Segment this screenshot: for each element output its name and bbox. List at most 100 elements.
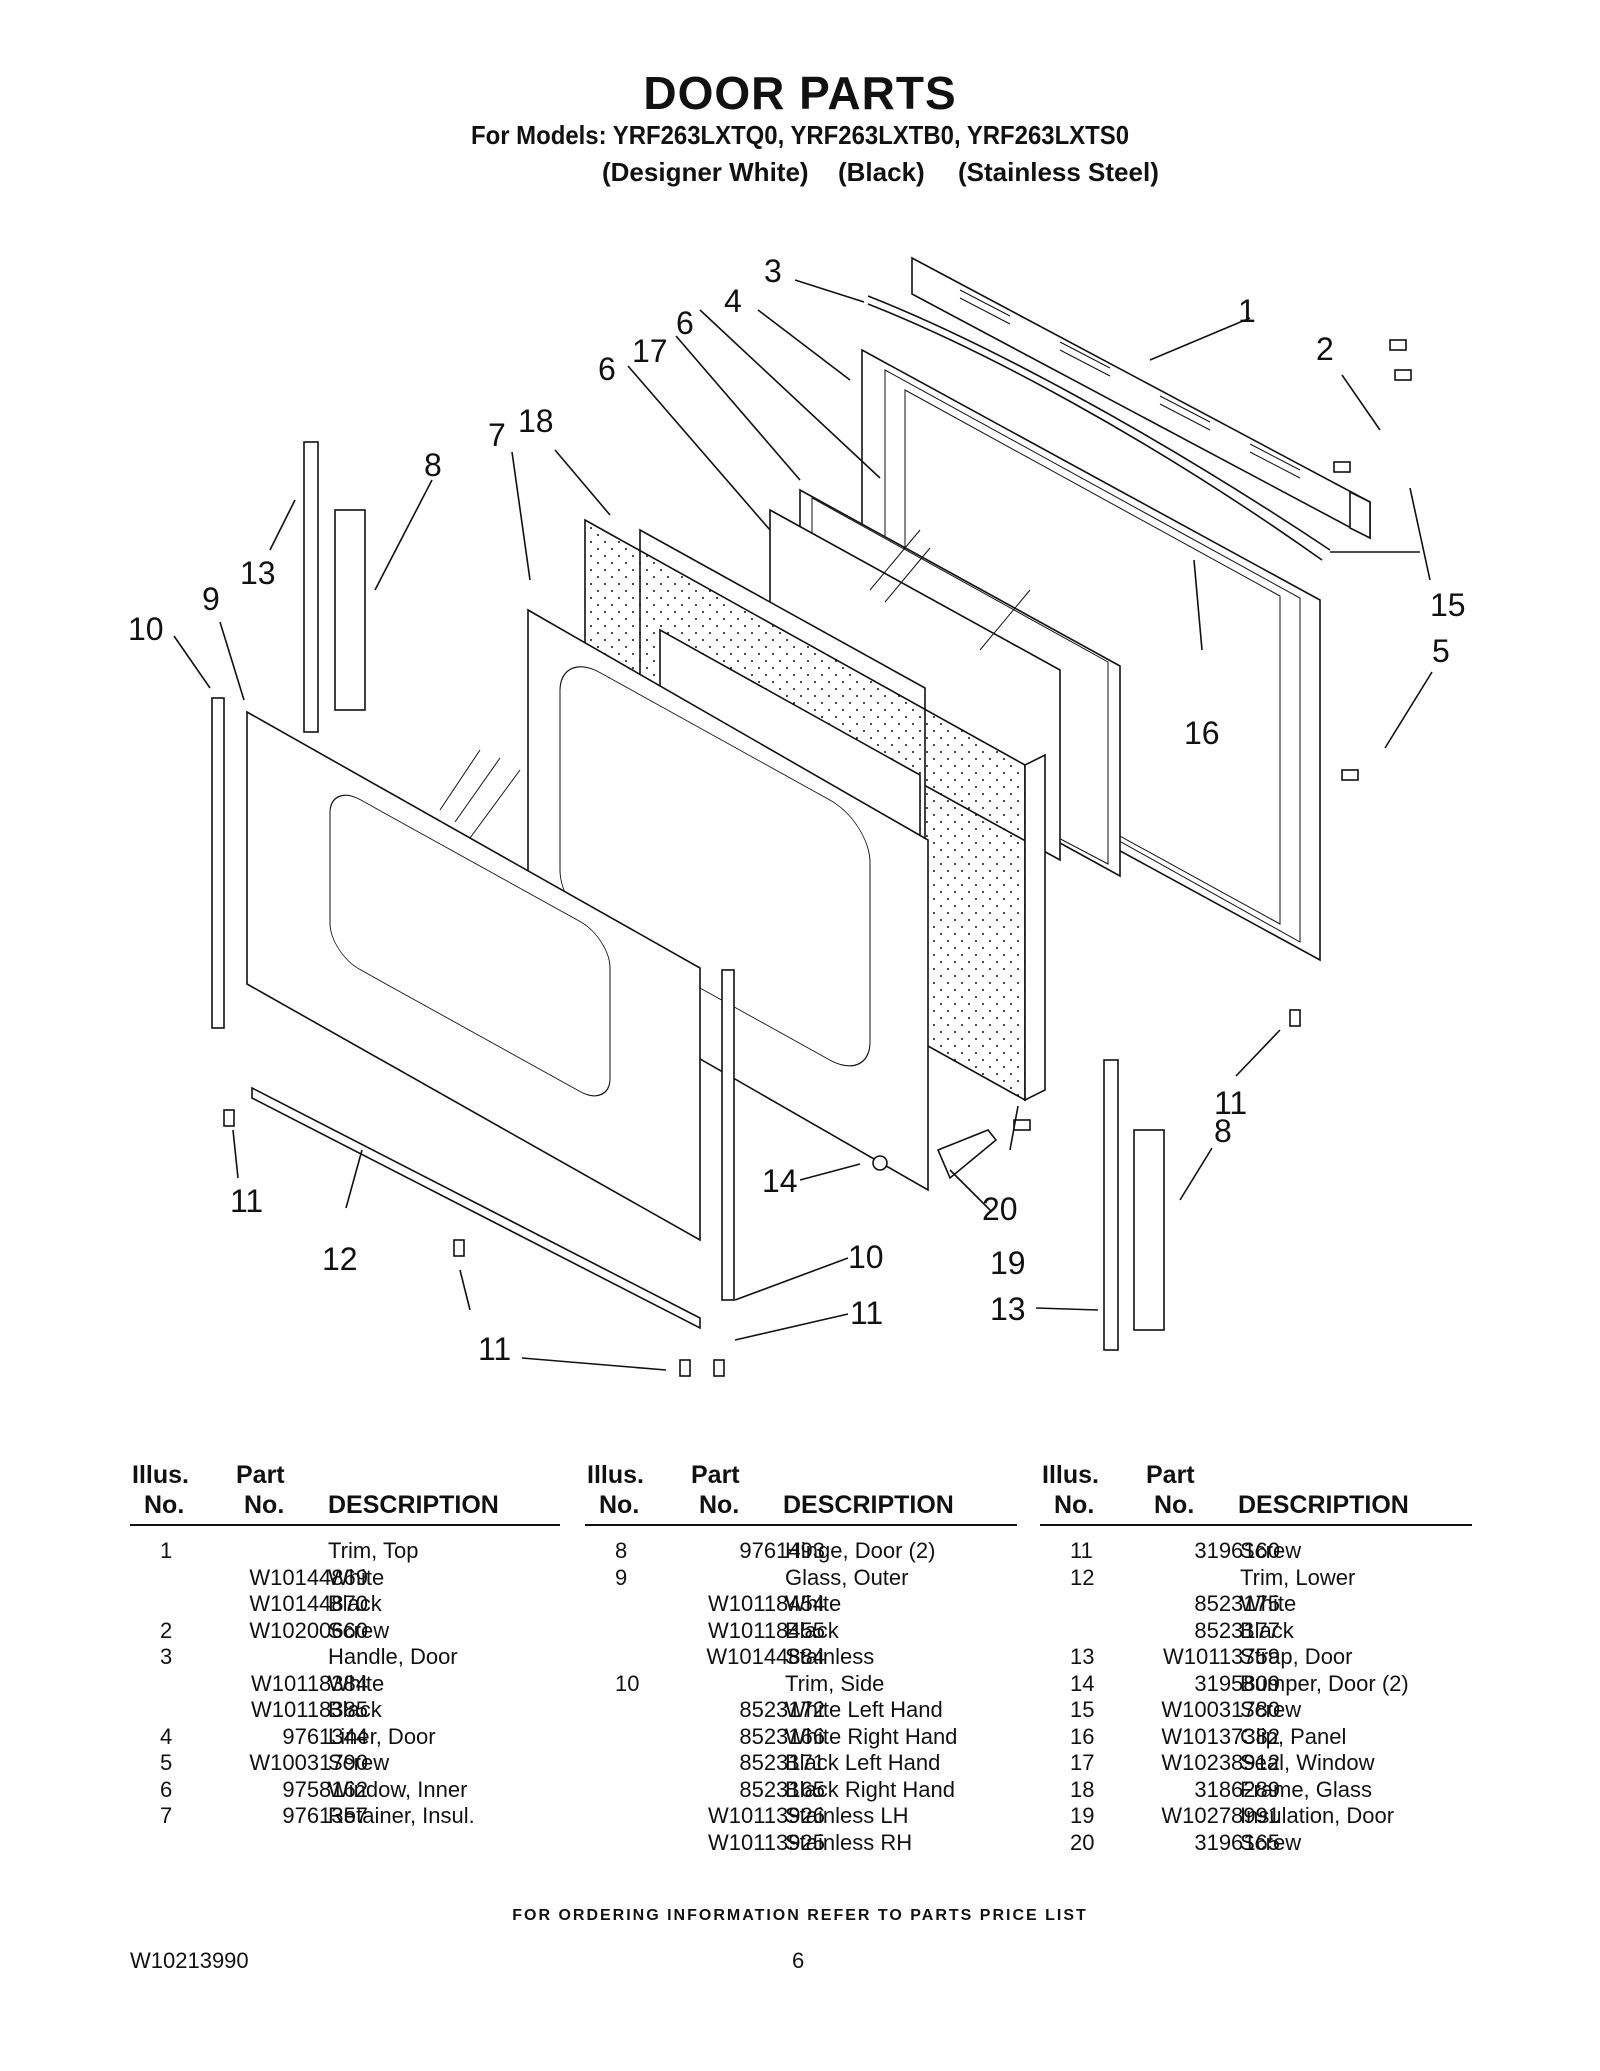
table-header: Illus. No. Part No. DESCRIPTION (585, 1460, 1017, 1526)
part-number: W10113925 (707, 1829, 825, 1855)
part-number: 8523171 (739, 1750, 825, 1775)
part-description: Screw (1240, 1697, 1302, 1722)
callout-15: 15 (1430, 587, 1466, 623)
illus-number: 9 (615, 1564, 628, 1590)
illus-number: 7 (160, 1803, 173, 1828)
part-number: W10113759 (1162, 1644, 1280, 1669)
illus-number: 16 (1070, 1723, 1095, 1749)
part-description: Frame, Glass (1240, 1776, 1373, 1802)
callout-16: 16 (1184, 715, 1220, 751)
part-description: Hinge, Door (2) (785, 1538, 936, 1563)
part-description: Black Right Hand (785, 1776, 955, 1802)
part-description: Seal, Window (1240, 1750, 1375, 1775)
part-description: White (328, 1670, 385, 1696)
illus-number: 3 (160, 1644, 173, 1669)
callout-19: 19 (990, 1245, 1026, 1281)
callout-17: 17 (632, 333, 668, 369)
part-number: 8523172 (739, 1697, 825, 1722)
callout-14: 14 (762, 1163, 798, 1199)
part-number: 9761357 (282, 1803, 368, 1828)
finish-designer-white: (Designer White) (602, 157, 809, 187)
callout-13b: 13 (990, 1291, 1026, 1327)
exploded-door-diagram: 1 2 3 4 5 6 6 7 8 8 9 10 10 11 11 11 11 … (128, 253, 1466, 1377)
side-trim-left (211, 697, 225, 1029)
finish-stainless: (Stainless Steel) (958, 157, 1159, 187)
part-number: 3196165 (1194, 1829, 1280, 1855)
door-strap-right (1103, 1059, 1119, 1351)
document-id: W10213990 (130, 1948, 249, 1973)
side-trim-right (721, 969, 735, 1301)
illus-number: 10 (615, 1670, 640, 1696)
part-description: Handle, Door (328, 1644, 458, 1669)
callout-6b: 6 (598, 351, 616, 387)
part-description: Liner, Door (328, 1723, 436, 1749)
lower-trim-part (251, 1086, 701, 1330)
callout-5: 5 (1432, 633, 1450, 669)
part-number: W10118385 (250, 1697, 368, 1722)
illus-number: 2 (160, 1617, 173, 1643)
table-header: Illus. No. Part No. DESCRIPTION (1040, 1460, 1472, 1526)
part-description: Black (328, 1591, 382, 1616)
part-number: W10113926 (707, 1803, 825, 1828)
part-description: Stainless (785, 1644, 875, 1669)
hinge-left (334, 509, 366, 711)
part-number: W10137382 (1161, 1723, 1280, 1749)
part-description: Window, Inner (328, 1776, 468, 1802)
part-number: 3196160 (1194, 1538, 1280, 1563)
part-description: Screw (1240, 1538, 1302, 1563)
parts-column-3: Illus. No. Part No. DESCRIPTION 11 319616… (1040, 1460, 1472, 1856)
part-number: W10031780 (1161, 1697, 1280, 1722)
part-number: W10278991 (1161, 1803, 1280, 1828)
part-number: 3186289 (1194, 1776, 1280, 1802)
part-number: W10118384 (250, 1670, 368, 1696)
part-number: W10144884 (706, 1644, 825, 1669)
part-number: 3195809 (1194, 1670, 1280, 1696)
callout-11c: 11 (478, 1331, 511, 1367)
part-number: 9761493 (739, 1538, 825, 1563)
illus-number: 18 (1070, 1776, 1095, 1802)
callout-13a: 13 (240, 555, 276, 591)
illus-number: 11 (1070, 1538, 1093, 1563)
part-description: Screw (1240, 1829, 1302, 1855)
part-description: White (328, 1564, 385, 1590)
callout-2: 2 (1316, 331, 1334, 367)
part-number: W10118455 (707, 1617, 825, 1643)
part-description: Retainer, Insul. (328, 1803, 475, 1828)
callout-10b: 10 (848, 1239, 884, 1275)
callout-7: 7 (488, 417, 506, 453)
hinge-right (1133, 1129, 1165, 1331)
part-description: Screw (328, 1750, 390, 1775)
part-description: Trim, Side (785, 1670, 885, 1696)
ordering-note: FOR ORDERING INFORMATION REFER TO PARTS … (512, 1907, 1088, 1924)
part-description: Strap, Door (1240, 1644, 1353, 1669)
part-description: Stainless LH (785, 1803, 909, 1828)
callout-1: 1 (1238, 293, 1256, 329)
part-description: Black (785, 1617, 839, 1643)
screw-parts (223, 339, 1412, 1377)
callout-6a: 6 (676, 305, 694, 341)
illus-number: 1 (160, 1538, 173, 1563)
